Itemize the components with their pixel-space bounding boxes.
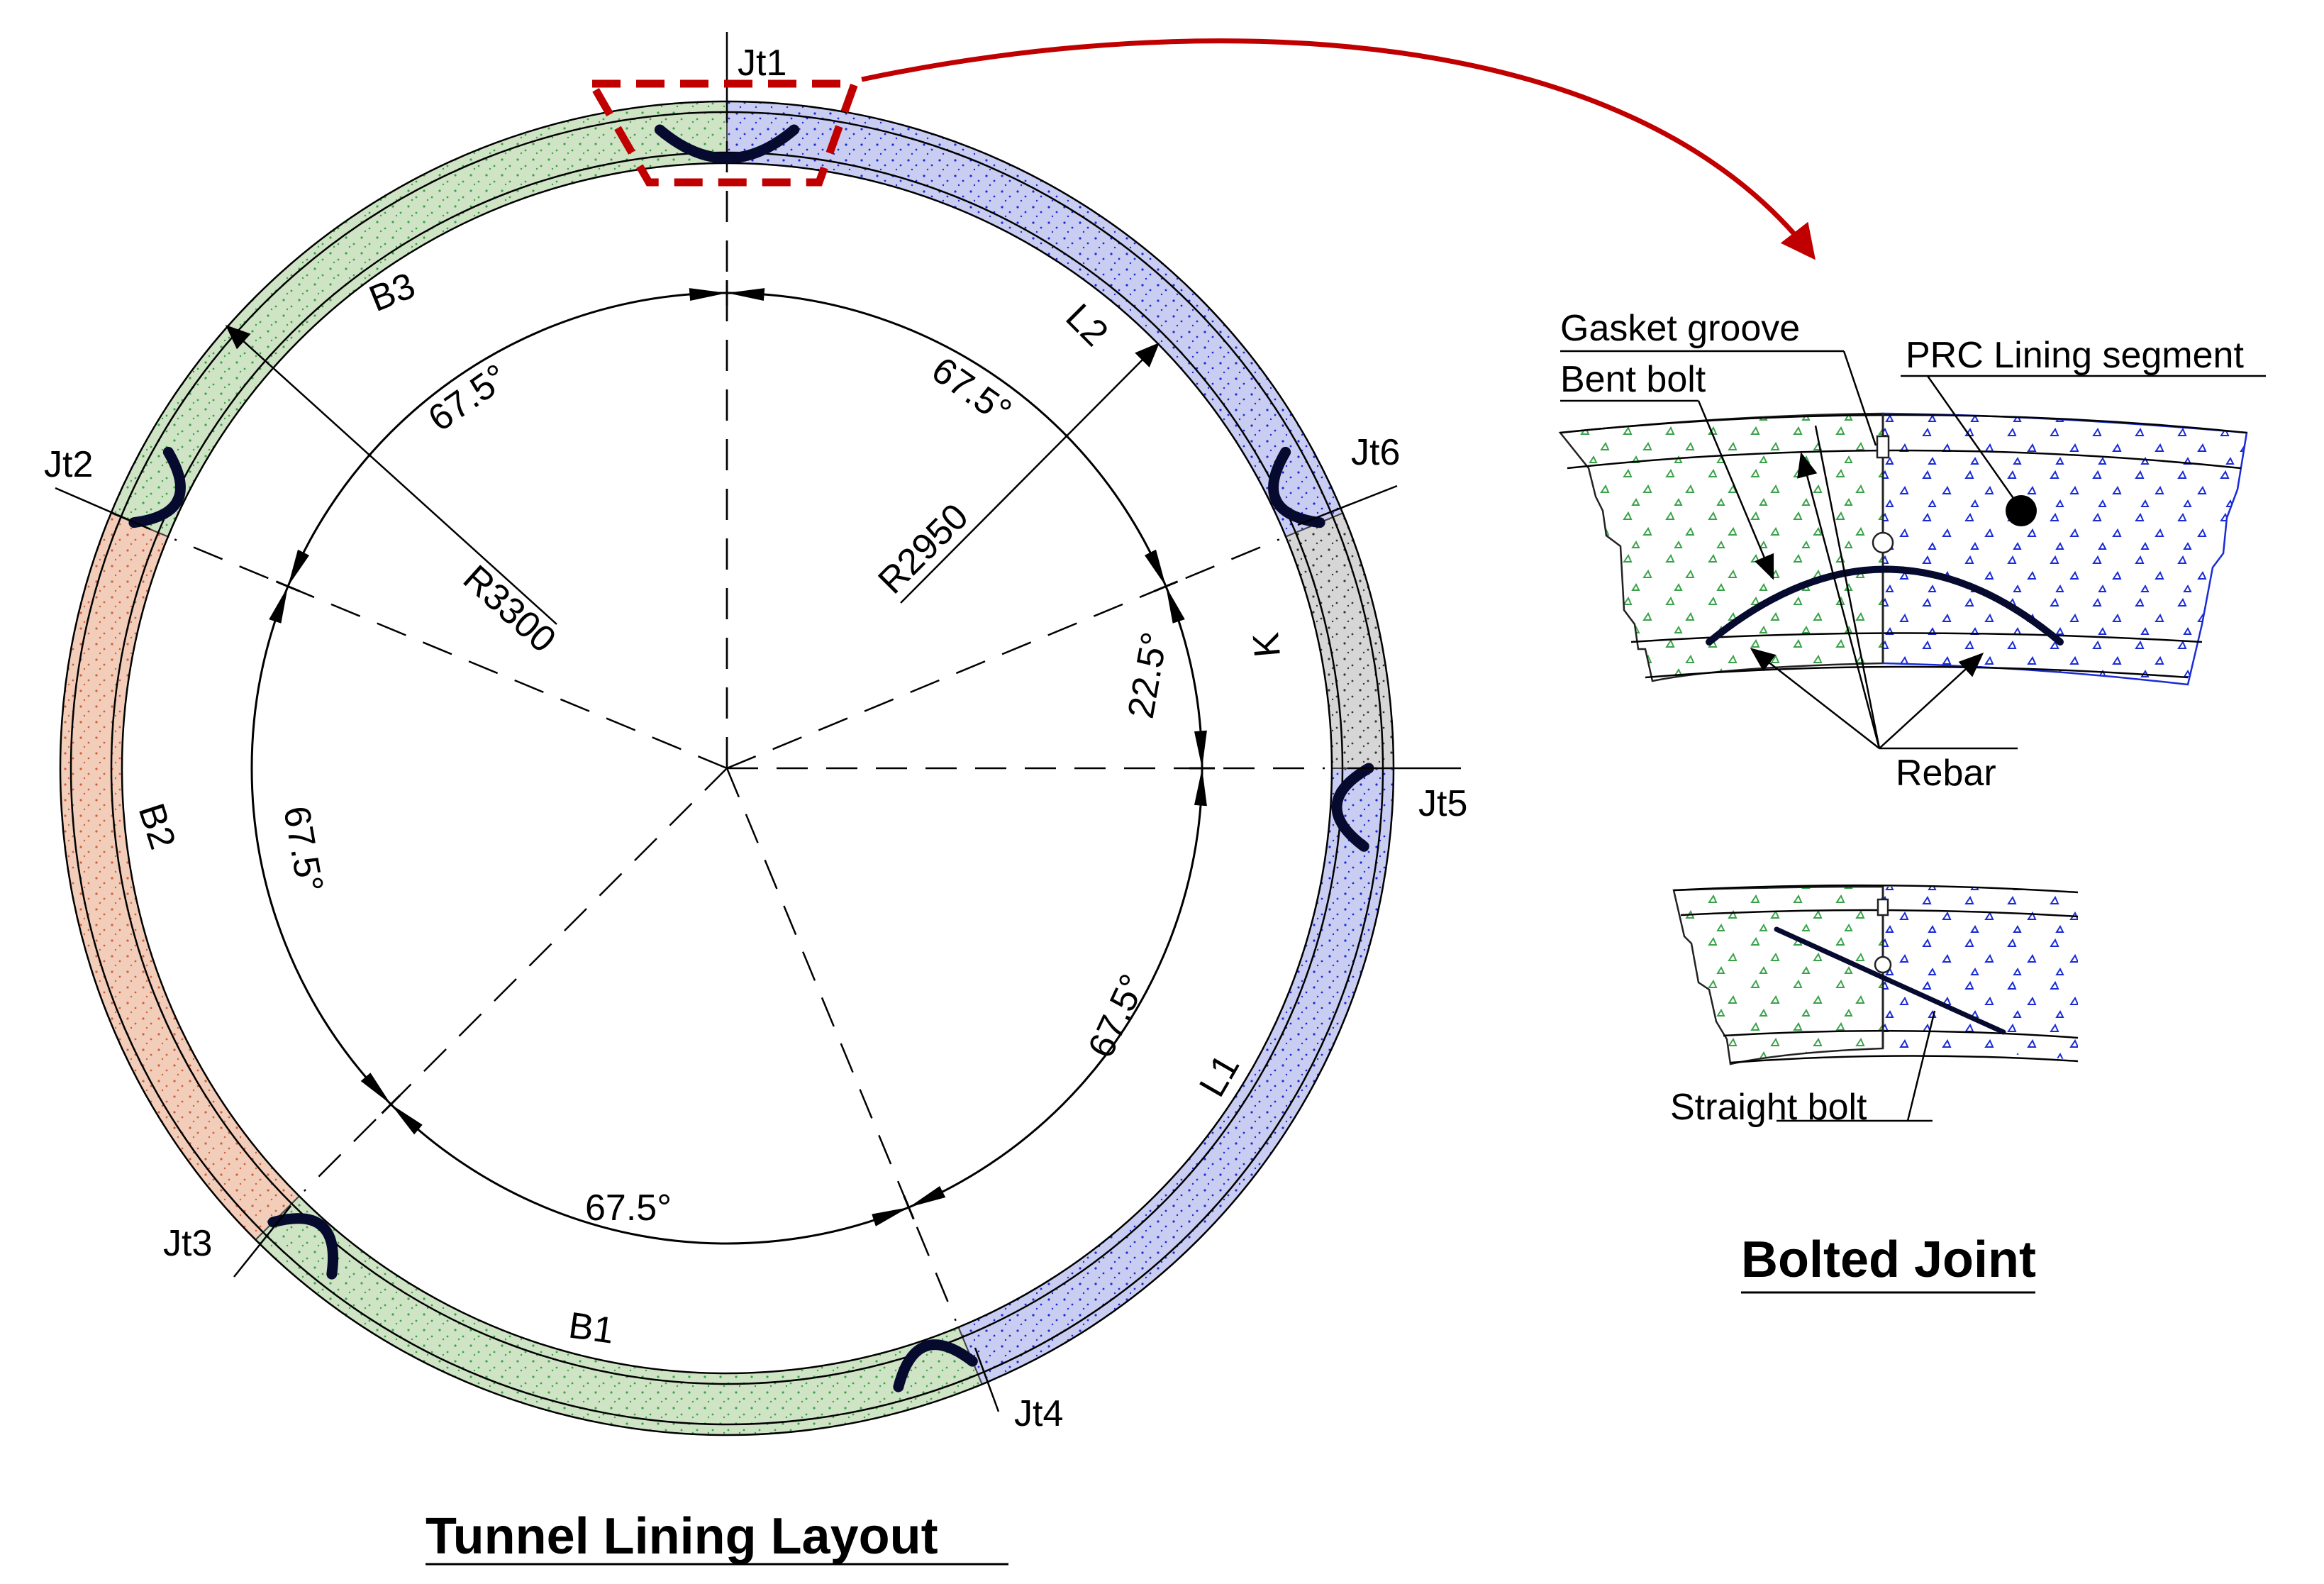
detail2-top-band — [1673, 884, 2079, 894]
ring-segment-l1 — [957, 768, 1395, 1385]
radius-r3300-leader — [225, 325, 557, 625]
ring-segment-k — [1284, 511, 1395, 769]
detail-top-band — [1559, 414, 2247, 434]
joint-tick-jt3 — [233, 1205, 291, 1278]
angle-label-b1: 67.5° — [585, 1187, 672, 1229]
detail-label-straight-bolt: Straight bolt — [1670, 1087, 1867, 1128]
dimension-tick-3 — [381, 1094, 401, 1114]
joint-axes — [174, 106, 1325, 1322]
detail2-bottom-band2 — [1730, 1055, 2079, 1064]
radius-r2950-label: R2950 — [870, 496, 976, 602]
dimension-arrow-6-0 — [1144, 549, 1166, 587]
segment-label-k: K — [1245, 631, 1289, 659]
radius-r3300-label: R3300 — [455, 558, 564, 661]
dimension-arrow-4-0 — [908, 1185, 946, 1207]
detail-rebar-leader2 — [1797, 452, 1881, 749]
detail-gasket-groove — [1876, 435, 1890, 459]
detail-rebar-dot — [2006, 495, 2037, 526]
detail2-straight-bolt-line — [1774, 926, 2006, 1035]
dimension-arcs — [250, 280, 1215, 1245]
joint-label-jt6: Jt6 — [1351, 432, 1400, 473]
detail2-joint-hole — [1874, 956, 1892, 974]
detail-label-prc: PRC Lining segment — [1906, 335, 2244, 376]
dimension-tick-2 — [275, 580, 301, 592]
dimension-arrow-3-0 — [391, 1104, 423, 1135]
joint-bolts — [128, 124, 1374, 1392]
joint-tick-jt2 — [55, 487, 151, 531]
joint-axis-3 — [304, 768, 728, 1192]
detail-straight-bolt — [1672, 884, 2079, 1122]
layout-title: Tunnel Lining Layout — [426, 1508, 938, 1565]
detail2-gasket-groove — [1877, 898, 1889, 916]
joint-tick-jt6 — [1297, 484, 1398, 526]
joint-label-jt4: Jt4 — [1014, 1393, 1063, 1434]
detail-title: Bolted Joint — [1741, 1231, 2036, 1288]
joint-axis-4 — [725, 768, 957, 1322]
ring-segment-b3 — [110, 100, 728, 538]
dimension-arrow-4-1 — [872, 1207, 909, 1226]
detail-label-gasket: Gasket groove — [1560, 308, 1800, 349]
detail-rebar-leader4 — [1879, 653, 1984, 749]
detail2-bottom-band — [1723, 1029, 2079, 1039]
dimension-arrow-5-0 — [1194, 730, 1207, 768]
ring-segment-l2 — [726, 100, 1344, 538]
detail-rebar-leader3 — [1814, 425, 1881, 749]
joint-bolt-5 — [1331, 763, 1374, 852]
dimension-arrow-1-0 — [689, 288, 727, 301]
callout-box — [585, 79, 860, 187]
detail-top-band2 — [1567, 449, 2242, 470]
joint-bolt-4 — [893, 1339, 978, 1392]
segment-label-b1: B1 — [566, 1305, 616, 1351]
detail2-green-segment — [1672, 885, 1884, 1065]
dimension-arrow-5-1 — [1194, 768, 1207, 807]
joint-bolt-6 — [1268, 446, 1325, 528]
dimension-arrow-3-1 — [360, 1073, 391, 1104]
detail-label-bent-bolt: Bent bolt — [1560, 359, 1706, 400]
joint-bolt-1 — [654, 124, 800, 164]
detail-bentbolt-leader2 — [1697, 400, 1774, 580]
joint-axis-6 — [726, 538, 1280, 770]
joint-label-jt5: Jt5 — [1418, 783, 1467, 824]
angle-label-k: 22.5° — [1121, 629, 1176, 721]
joint-bolt-3 — [267, 1213, 339, 1280]
detail-rebar-leader1 — [1750, 648, 1880, 749]
detail-gasket-leader2 — [1842, 350, 1877, 446]
angle-label-l1: 67.5° — [1080, 968, 1154, 1064]
segment-label-l2: L2 — [1058, 296, 1116, 354]
detail2-bolt-leader2 — [1906, 1010, 1936, 1121]
joint-axis-2 — [174, 538, 728, 770]
segment-label-b2: B2 — [130, 799, 184, 854]
radius-r2950-leader — [900, 342, 1160, 604]
joint-label-jt1: Jt1 — [738, 43, 786, 84]
detail-label-rebar: Rebar — [1896, 753, 1996, 794]
joint-tick-jt4 — [974, 1347, 1000, 1412]
dimension-arrow-1-1 — [727, 288, 765, 301]
detail-bent-bolt — [1558, 350, 2266, 750]
joint-bolt-2 — [128, 446, 186, 528]
dimension-arrow-6-1 — [1165, 586, 1185, 624]
joint-label-jt2: Jt2 — [44, 444, 93, 485]
detail-bottom-band2 — [1645, 665, 2189, 679]
dimension-arrow-2-0 — [269, 586, 289, 624]
angle-label-b2: 67.5° — [275, 803, 330, 895]
detail2-blue-segment — [1883, 887, 2078, 1060]
detail-prc-leader2 — [1926, 375, 2023, 510]
dimension-arrow-2-1 — [288, 549, 310, 587]
detail-joint-hole — [1872, 531, 1894, 554]
detail-bent-bolt-line — [1706, 565, 2064, 646]
joint-label-jt3: Jt3 — [163, 1223, 212, 1264]
callout-arrow — [861, 38, 1816, 260]
